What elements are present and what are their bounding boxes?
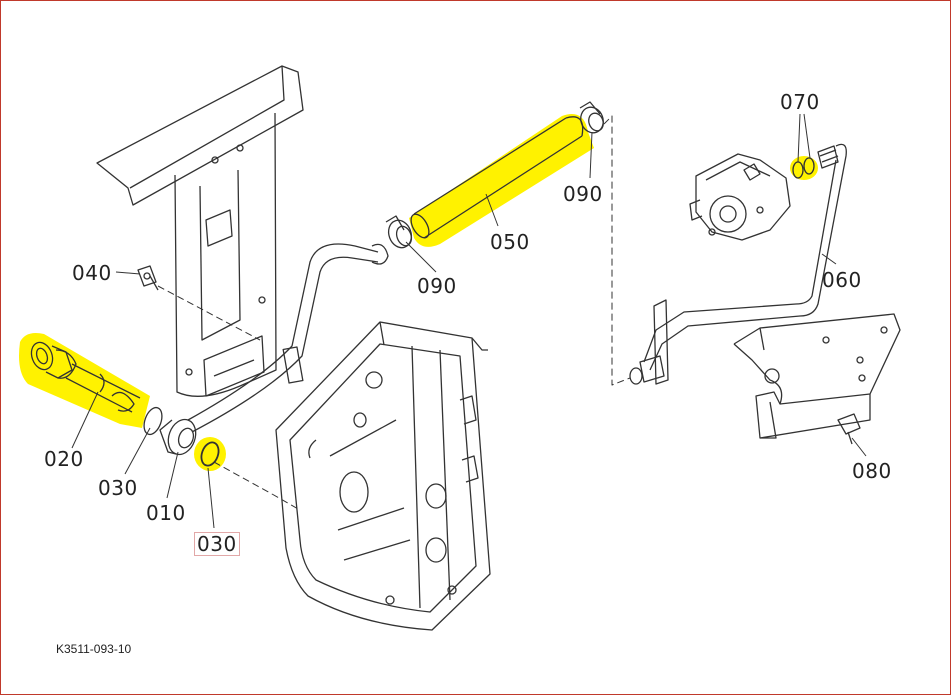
callout-050: 050 — [490, 230, 530, 254]
highlight-pipe-050 — [409, 114, 594, 247]
bolt-040 — [137, 265, 159, 291]
callout-090-lower: 090 — [417, 274, 457, 298]
clamp-090-upper — [579, 101, 604, 134]
center-lines — [157, 115, 631, 511]
leader-lines — [71, 113, 867, 529]
oring-030-right — [200, 441, 220, 467]
transmission-housing — [275, 321, 491, 631]
bracket-plate — [96, 65, 304, 397]
bolt-080 — [837, 413, 861, 445]
hose-020 — [30, 341, 141, 413]
line-art — [30, 65, 901, 631]
bracket-right — [733, 313, 901, 439]
callout-020: 020 — [44, 447, 84, 471]
callout-030-left: 030 — [98, 476, 138, 500]
pipe-050 — [410, 116, 584, 239]
clamp-090-lower — [385, 215, 413, 249]
callout-010: 010 — [146, 501, 186, 525]
bearing-010 — [159, 418, 197, 456]
callout-080: 080 — [852, 459, 892, 483]
callout-040: 040 — [72, 261, 112, 285]
hose-pipe-left — [187, 243, 389, 433]
callout-030-right: 030 — [194, 532, 240, 556]
pipe-060 — [629, 143, 847, 385]
callout-090-upper: 090 — [563, 182, 603, 206]
hydraulic-pump — [689, 153, 791, 241]
callout-070: 070 — [780, 90, 820, 114]
callout-060: 060 — [822, 268, 862, 292]
highlight-hose-020 — [19, 333, 150, 428]
drawing-id: K3511-093-10 — [56, 642, 132, 656]
oring-030-left — [143, 406, 163, 436]
